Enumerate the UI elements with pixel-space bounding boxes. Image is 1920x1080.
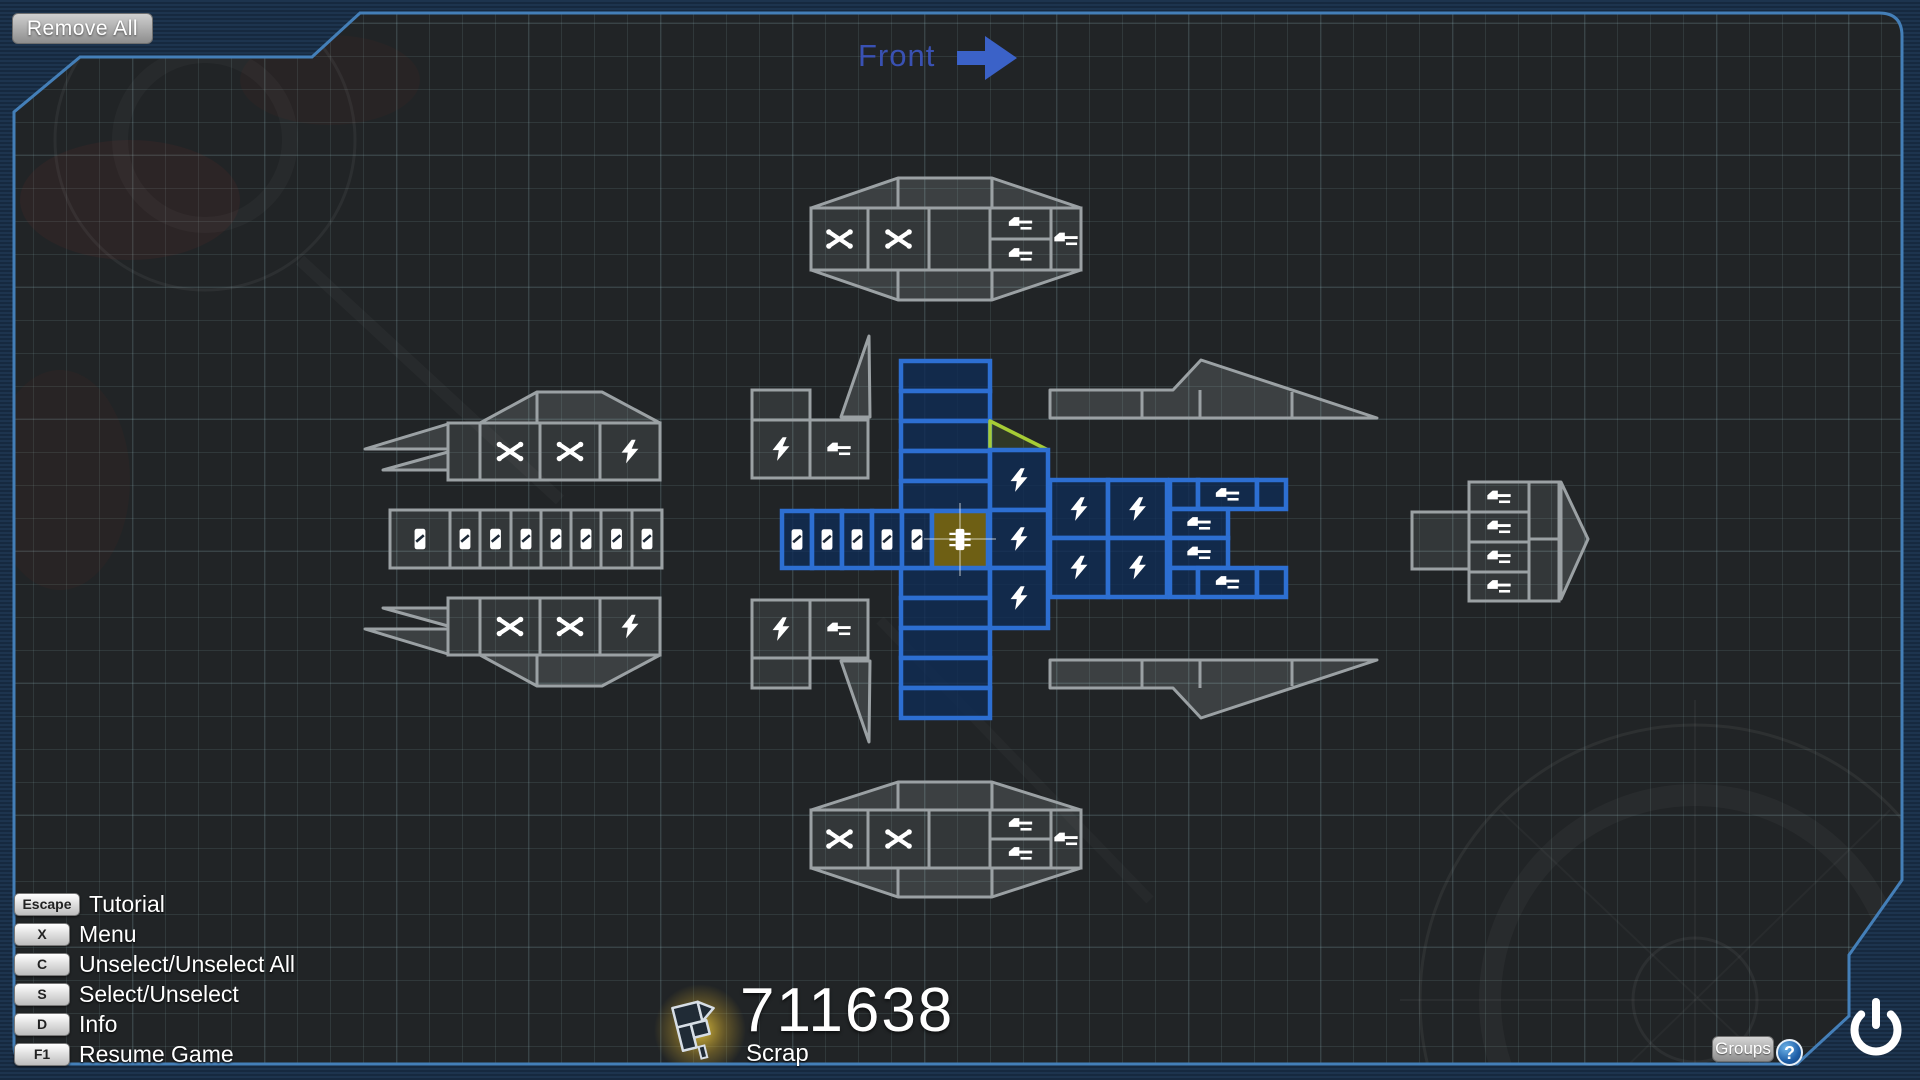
hull-block[interactable]	[1527, 537, 1561, 603]
hull-block[interactable]	[898, 685, 993, 721]
shortcut-row-unselect-all: C Unselect/Unselect All	[14, 949, 295, 979]
scrap-amount: 711638	[740, 976, 955, 1045]
hull-block[interactable]	[1167, 565, 1201, 600]
hull-block[interactable]	[927, 206, 992, 272]
hull-block[interactable]	[898, 655, 993, 691]
shortcut-row-info: D Info	[14, 1009, 295, 1039]
shortcut-label-unselect-all: Unselect/Unselect All	[79, 950, 296, 977]
power-button[interactable]	[1850, 998, 1902, 1056]
hull-shape[interactable]	[1048, 358, 1379, 420]
scrap-icon	[671, 1000, 715, 1060]
hull-block[interactable]	[446, 421, 482, 482]
shortcut-label-resume: Resume Game	[79, 1040, 234, 1067]
shortcut-label-select: Select/Unselect	[79, 980, 239, 1007]
shortcut-row-resume: F1 Resume Game	[14, 1039, 295, 1069]
hull-shape[interactable]	[1559, 480, 1590, 601]
groups-button[interactable]: Groups	[1712, 1036, 1774, 1062]
key-s: S	[14, 982, 70, 1006]
front-label: Front	[858, 38, 936, 73]
help-button[interactable]: ?	[1776, 1039, 1803, 1066]
hull-shape[interactable]	[839, 334, 872, 419]
key-d: D	[14, 1012, 70, 1036]
hull-block[interactable]	[898, 388, 993, 424]
bolt-block[interactable]	[750, 418, 812, 480]
hull-block[interactable]	[750, 388, 812, 422]
shortcut-label-tutorial: Tutorial	[89, 890, 165, 917]
key-f1: F1	[14, 1042, 70, 1066]
shortcut-label-info: Info	[79, 1010, 118, 1037]
shortcut-row-tutorial: Escape Tutorial	[14, 889, 295, 919]
hull-block[interactable]	[898, 625, 993, 661]
hull-shape[interactable]	[1048, 658, 1379, 720]
key-c: C	[14, 952, 70, 976]
shortcut-row-select: S Select/Unselect	[14, 979, 295, 1009]
shortcut-row-menu: X Menu	[14, 919, 295, 949]
gun-block[interactable]	[808, 418, 870, 480]
shortcut-label-menu: Menu	[79, 920, 137, 947]
key-x: X	[14, 922, 70, 946]
shortcut-legend: Escape Tutorial X Menu C Unselect/Unsele…	[14, 889, 295, 1069]
front-arrow-icon	[957, 36, 1017, 80]
gun-block[interactable]	[988, 237, 1053, 272]
hull-block[interactable]	[927, 808, 992, 870]
power-icon	[1850, 1010, 1902, 1056]
hull-shape[interactable]	[839, 659, 872, 744]
hull-block[interactable]	[750, 656, 812, 690]
bolt-block[interactable]	[598, 596, 662, 657]
scrap-label: Scrap	[746, 1040, 809, 1067]
key-escape: Escape	[14, 892, 80, 916]
remove-all-button[interactable]: Remove All	[12, 13, 153, 44]
hull-block[interactable]	[446, 596, 482, 657]
hull-block[interactable]	[1254, 565, 1289, 600]
hull-block[interactable]	[1254, 477, 1289, 512]
